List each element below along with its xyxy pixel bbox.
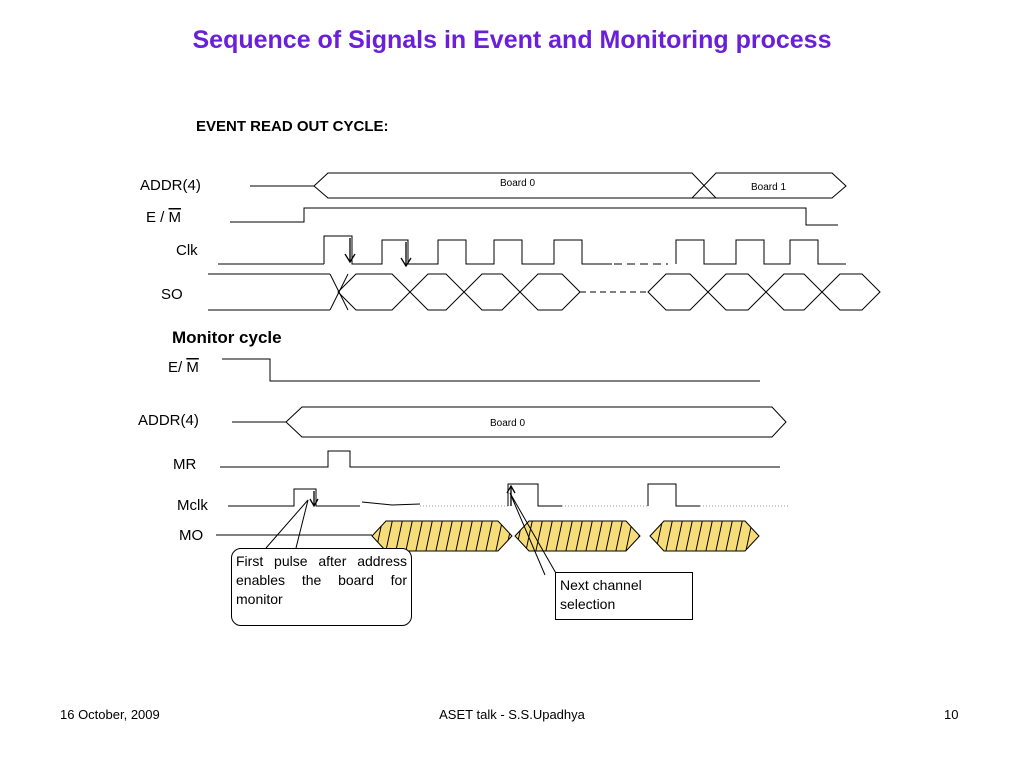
- em-label-prefix: E /: [146, 209, 169, 226]
- clk-waveform: [218, 235, 846, 265]
- mclk-label: Mclk: [177, 497, 208, 514]
- mclk-waveform: [228, 483, 788, 507]
- footer-page-number: 10: [944, 707, 959, 722]
- mr-label: MR: [173, 456, 196, 473]
- monitor-em-label-prefix: E/: [168, 359, 186, 376]
- footer-date: 16 October, 2009: [60, 707, 160, 722]
- monitor-bus-label-board-0: Board 0: [490, 418, 525, 429]
- mr-waveform: [220, 450, 780, 468]
- so-data-waveform: [208, 273, 881, 311]
- mo-data-waveform: [216, 520, 760, 552]
- footer-center-text: ASET talk - S.S.Upadhya: [439, 707, 585, 722]
- first-pulse-callout: First pulse after address enables the bo…: [231, 548, 412, 626]
- em-label: E / M: [146, 209, 181, 226]
- mo-label: MO: [179, 527, 203, 544]
- em-waveform: [230, 207, 838, 226]
- monitor-em-label-bar: M: [186, 359, 199, 376]
- bus-label-board-0: Board 0: [500, 178, 535, 189]
- callout-pointers: [265, 492, 558, 576]
- slide-title: Sequence of Signals in Event and Monitor…: [192, 26, 832, 54]
- clk-edge-arrows: [344, 238, 412, 268]
- bus-label-board-1: Board 1: [751, 182, 786, 193]
- monitor-addr-label: ADDR(4): [138, 412, 199, 429]
- clk-label: Clk: [176, 242, 198, 259]
- addr-label: ADDR(4): [140, 177, 201, 194]
- monitor-addr-bus-waveform: [232, 406, 787, 438]
- mclk-edge-arrows: [309, 484, 516, 508]
- monitor-cycle-heading: Monitor cycle: [172, 328, 282, 347]
- monitor-em-waveform: [222, 358, 760, 382]
- so-label: SO: [161, 286, 183, 303]
- em-label-bar: M: [169, 209, 182, 226]
- addr-bus-waveform: [250, 172, 847, 199]
- monitor-em-label: E/ M: [168, 359, 199, 376]
- event-readout-heading: EVENT READ OUT CYCLE:: [196, 118, 389, 135]
- next-channel-callout: Next channel selection: [555, 572, 693, 620]
